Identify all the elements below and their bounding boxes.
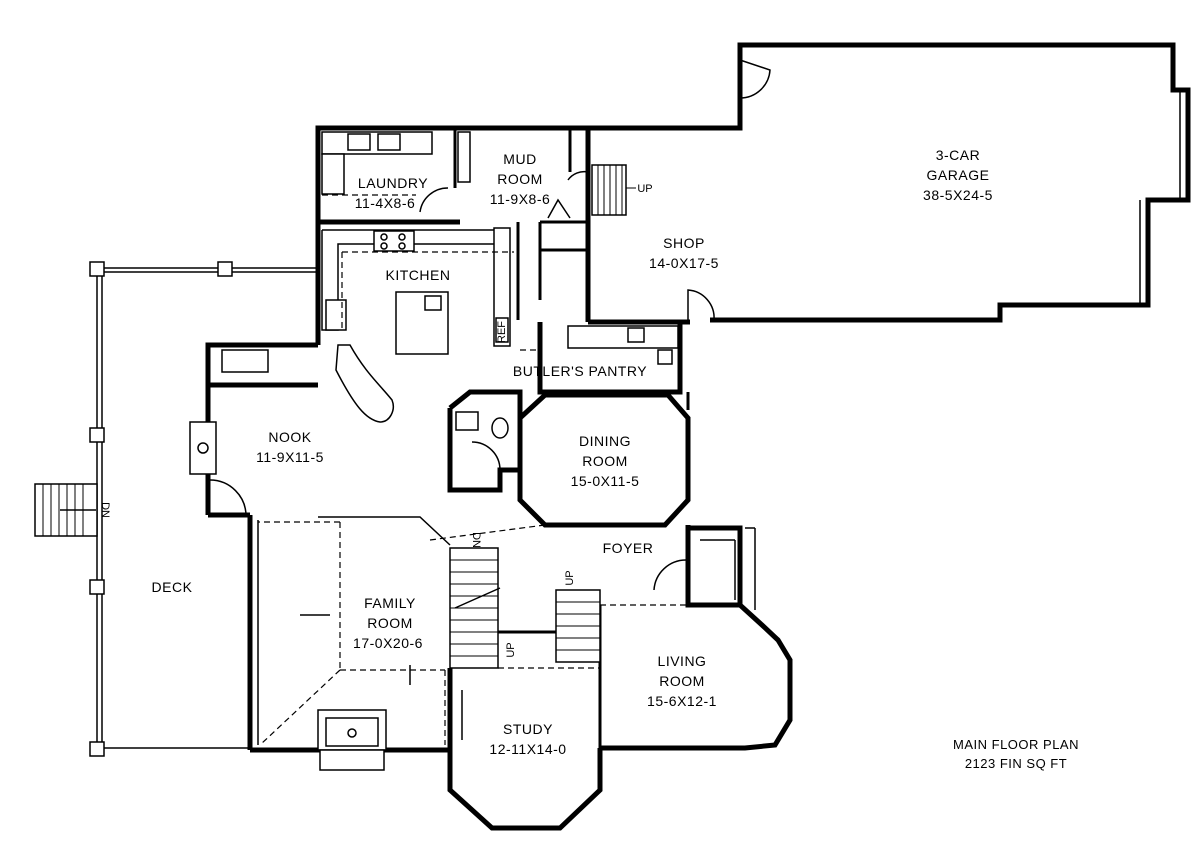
garage-name-line1: 3-CAR <box>936 147 981 163</box>
deck-stair-dn-label: DN <box>99 502 111 518</box>
garage-stairs <box>591 164 636 216</box>
plan-area: 2123 FIN SQ FT <box>965 756 1067 771</box>
main-stair-dn-label: DN <box>470 532 482 548</box>
ref-label: REF <box>496 321 508 343</box>
nook-dims: 11-9X11-5 <box>256 449 324 465</box>
mud-name-line2: ROOM <box>497 171 543 187</box>
study-stair-up-label: UP <box>505 642 517 657</box>
garage-name-line2: GARAGE <box>927 167 990 183</box>
mud-dims: 11-9X8-6 <box>490 191 551 207</box>
garage-stair-up-label: UP <box>637 183 652 195</box>
kitchen-fixtures <box>321 227 514 423</box>
foyer-walls <box>600 525 756 610</box>
dining-walls <box>429 392 691 541</box>
deck-outline <box>34 261 318 757</box>
family-name-line1: FAMILY <box>364 595 416 611</box>
garage-walls <box>585 42 1191 325</box>
main-stairs <box>449 547 601 669</box>
family-walls <box>247 515 451 771</box>
study-walls <box>447 667 603 831</box>
study-dims: 12-11X14-0 <box>489 741 566 757</box>
shop-dims: 14-0X17-5 <box>649 255 719 271</box>
laundry-name: LAUNDRY <box>358 175 428 191</box>
dining-name-line1: DINING <box>579 433 631 449</box>
dining-dims: 15-0X11-5 <box>571 473 640 489</box>
service-walls <box>315 125 589 345</box>
garage-dims: 38-5X24-5 <box>923 187 993 203</box>
kitchen-name: KITCHEN <box>386 267 451 283</box>
butler-pantry-name: BUTLER'S PANTRY <box>513 363 647 379</box>
laundry-dims: 11-4X8-6 <box>355 195 416 211</box>
dining-name-line2: ROOM <box>582 453 628 469</box>
shop-name: SHOP <box>663 235 705 251</box>
living-dims: 15-6X12-1 <box>647 693 717 709</box>
family-dims: 17-0X20-6 <box>353 635 423 651</box>
living-name-line2: ROOM <box>659 673 705 689</box>
nook-walls <box>189 342 318 518</box>
study-name: STUDY <box>503 721 553 737</box>
foyer-name: FOYER <box>603 540 654 556</box>
living-name-line1: LIVING <box>658 653 707 669</box>
plan-title: MAIN FLOOR PLAN <box>953 737 1079 752</box>
deck-name: DECK <box>152 579 193 595</box>
family-name-line2: ROOM <box>367 615 413 631</box>
pantry-walls <box>447 322 683 493</box>
mud-name-line1: MUD <box>503 151 536 167</box>
foyer-stair-up-label: UP <box>564 570 576 585</box>
nook-name: NOOK <box>268 429 311 445</box>
